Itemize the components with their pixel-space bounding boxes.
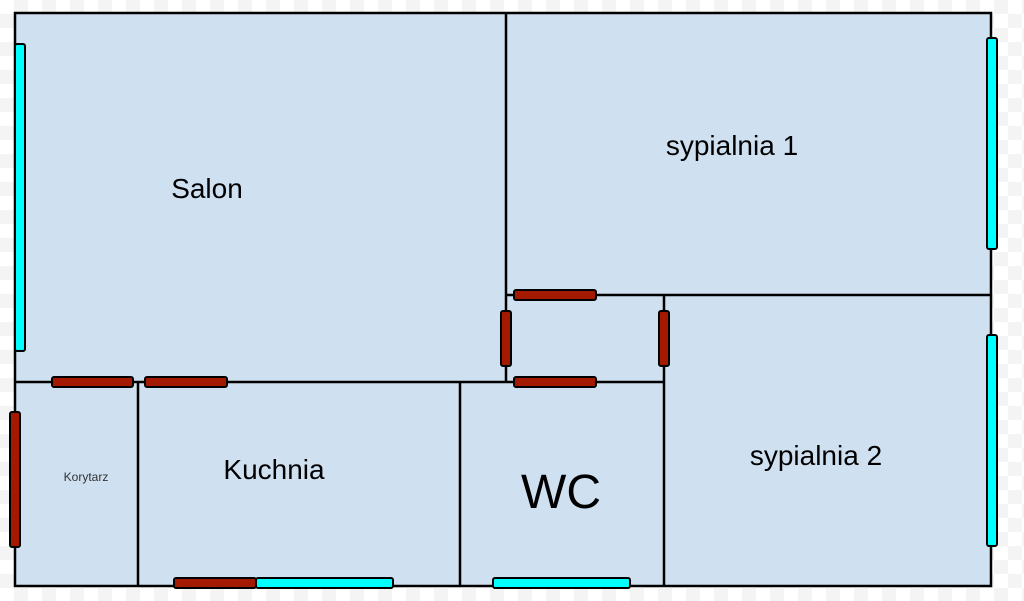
room-label-sypialnia-2: sypialnia 2 [750, 440, 882, 471]
door-salon-kuchnia[interactable] [144, 376, 228, 388]
room-label-salon: Salon [171, 173, 243, 204]
doors [9, 289, 670, 589]
door-hall-wc[interactable] [513, 376, 597, 388]
window-kuchnia [255, 577, 394, 589]
door-entrance[interactable] [9, 411, 21, 548]
window-sypialnia-2 [986, 334, 998, 547]
windows [14, 37, 998, 589]
door-kuchnia-balcony[interactable] [173, 577, 257, 589]
room-label-sypialnia-1: sypialnia 1 [666, 130, 798, 161]
window-wc [492, 577, 631, 589]
room-label-wc: WC [521, 466, 601, 519]
door-korytarz-salon[interactable] [51, 376, 134, 388]
floor-area [13, 11, 993, 588]
window-salon [14, 43, 26, 352]
room-label-korytarz: Korytarz [64, 470, 109, 484]
door-hall-sypialnia-2[interactable] [658, 310, 670, 367]
door-hall-sypialnia-1[interactable] [513, 289, 597, 301]
window-sypialnia-1 [986, 37, 998, 250]
door-hall-salon[interactable] [500, 310, 512, 367]
room-label-kuchnia: Kuchnia [223, 454, 325, 485]
